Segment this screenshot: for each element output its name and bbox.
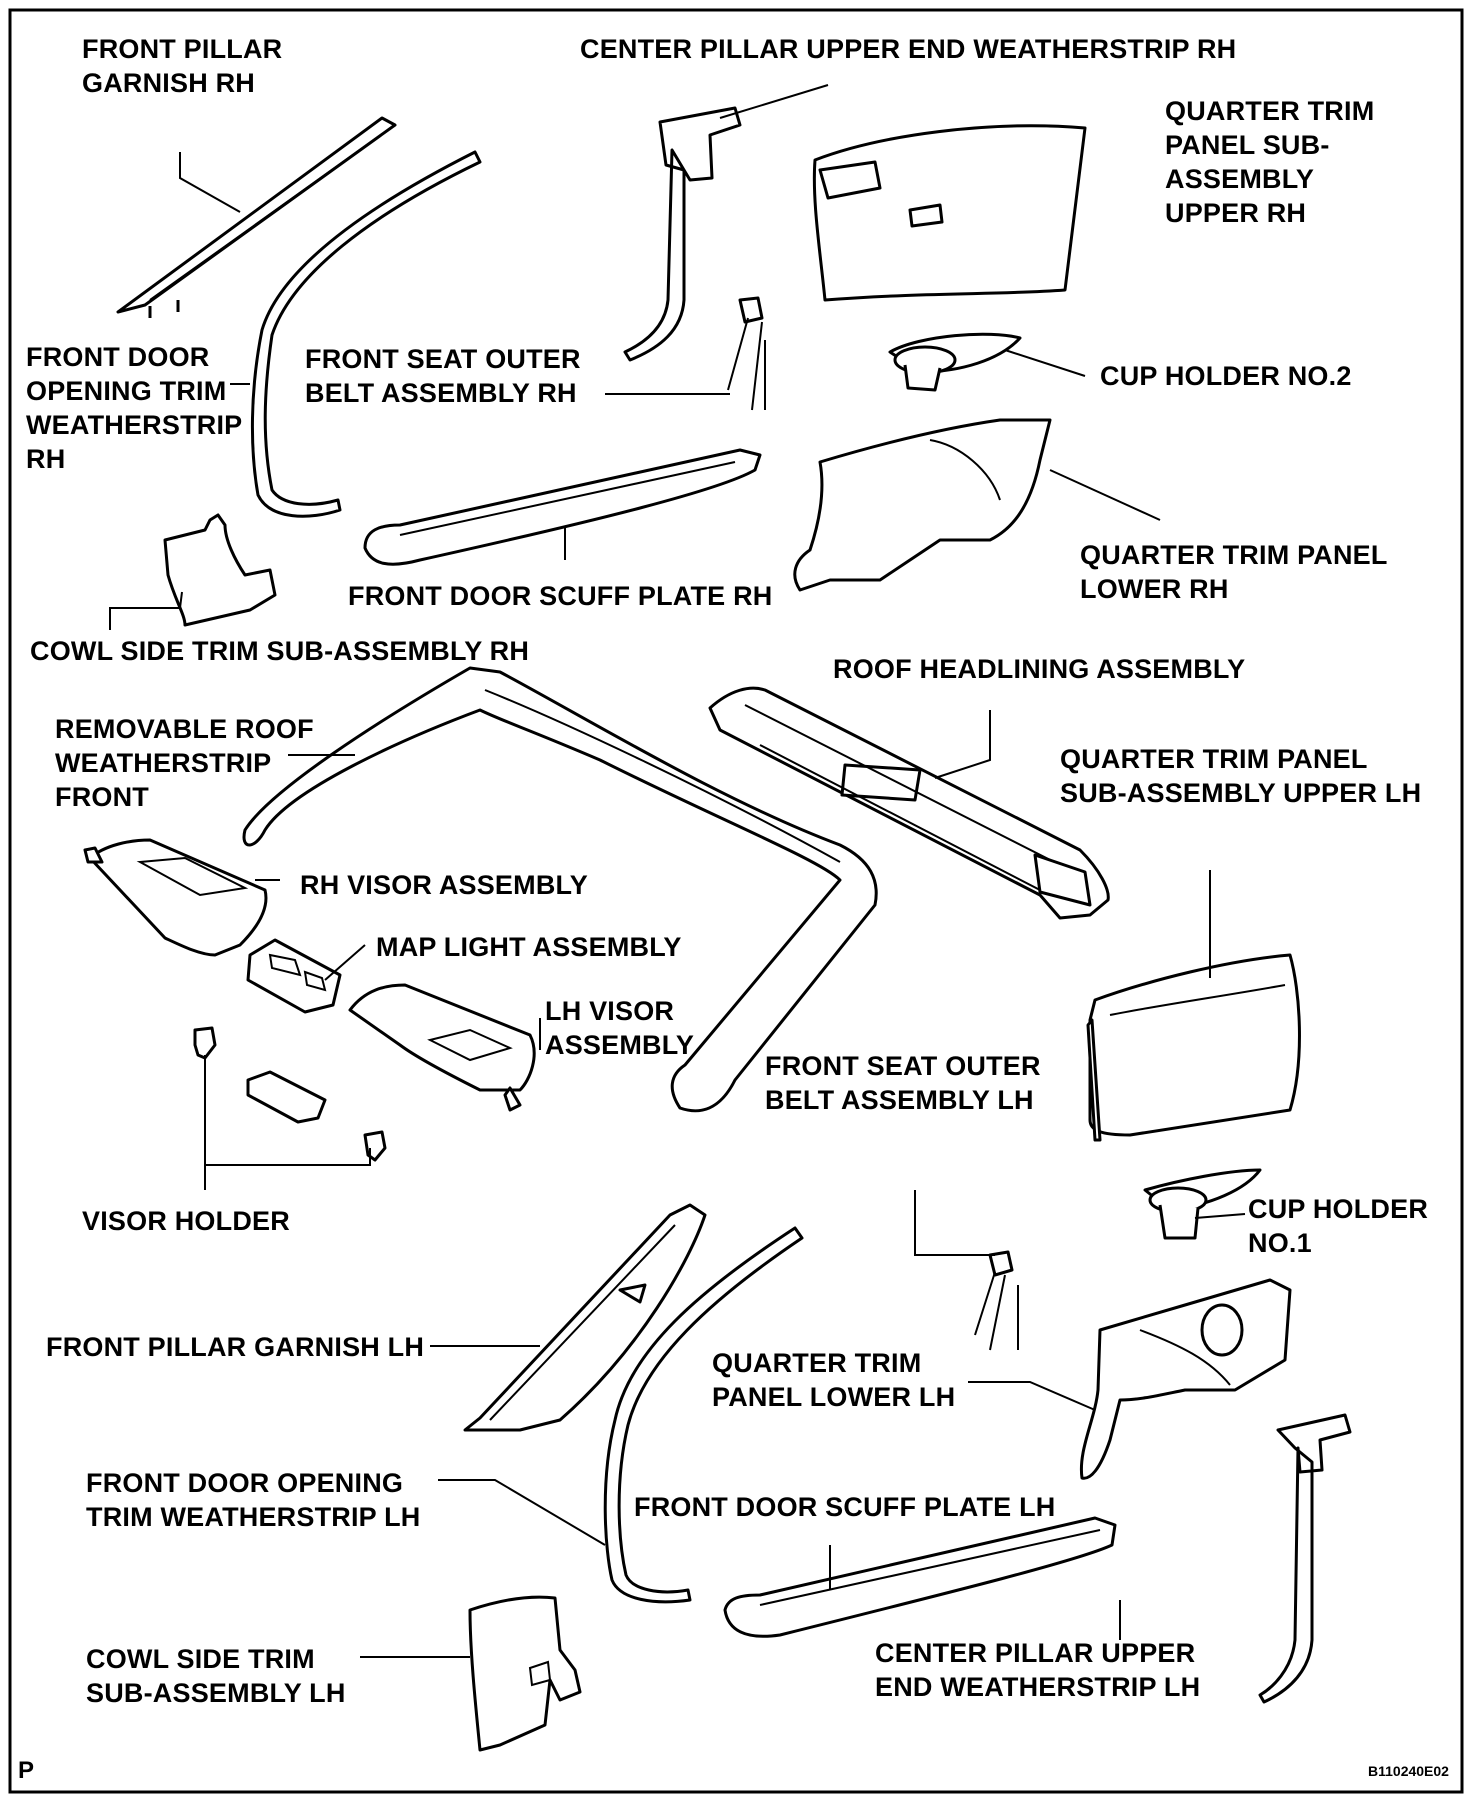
label-front-door-opening-trim-weatherstrip-lh: FRONT DOOR OPENING TRIM WEATHERSTRIP LH [86, 1468, 421, 1532]
front-door-opening-trim-weatherstrip-rh-part [250, 150, 482, 518]
quarter-trim-panel-upper-lh-part [1086, 953, 1301, 1142]
front-door-scuff-plate-rh-part [363, 448, 762, 566]
label-front-door-scuff-plate-rh: FRONT DOOR SCUFF PLATE RH [348, 581, 772, 611]
cowl-side-trim-rh-part [163, 513, 277, 627]
label-rh-visor-assembly: RH VISOR ASSEMBLY [300, 870, 588, 900]
figure-code: B110240E02 [1368, 1763, 1449, 1779]
visor-holder-part [193, 1026, 387, 1162]
frame-border [8, 8, 1464, 1794]
label-quarter-trim-panel-lower-rh: QUARTER TRIM PANEL LOWER RH [1080, 540, 1395, 604]
label-front-seat-outer-belt-rh: FRONT SEAT OUTER BELT ASSEMBLY RH [305, 344, 588, 408]
label-center-pillar-upper-end-weatherstrip-rh: CENTER PILLAR UPPER END WEATHERSTRIP RH [580, 34, 1236, 64]
quarter-trim-panel-upper-rh-part [812, 124, 1087, 302]
front-pillar-garnish-rh-part [116, 116, 397, 318]
leader-lines [109, 84, 1246, 1658]
rh-visor-assembly-part [83, 838, 268, 957]
center-pillar-upper-end-weatherstrip-rh-part [623, 106, 742, 362]
label-roof-headlining-assembly: ROOF HEADLINING ASSEMBLY [833, 654, 1245, 684]
label-front-pillar-garnish-rh: FRONT PILLAR GARNISH RH [82, 34, 290, 98]
front-door-opening-trim-weatherstrip-lh-part [603, 1226, 804, 1604]
label-quarter-trim-panel-lower-lh: QUARTER TRIM PANEL LOWER LH [712, 1348, 955, 1412]
map-light-assembly-part [246, 938, 342, 1014]
label-lh-visor-assembly: LH VISOR ASSEMBLY [545, 996, 694, 1060]
cup-holder-no1-part [1143, 1168, 1262, 1240]
label-quarter-trim-panel-upper-lh: QUARTER TRIM PANEL SUB-ASSEMBLY UPPER LH [1060, 744, 1421, 808]
label-front-pillar-garnish-lh: FRONT PILLAR GARNISH LH [46, 1332, 424, 1362]
label-front-seat-outer-belt-lh: FRONT SEAT OUTER BELT ASSEMBLY LH [765, 1051, 1048, 1115]
cup-holder-no2-part [888, 332, 1022, 392]
label-cup-holder-no1: CUP HOLDER NO.1 [1248, 1194, 1436, 1258]
corner-mark: P [18, 1757, 34, 1784]
quarter-trim-panel-lower-rh-part [793, 418, 1052, 592]
label-cowl-side-trim-rh: COWL SIDE TRIM SUB-ASSEMBLY RH [30, 636, 529, 666]
front-door-scuff-plate-lh-part [723, 1516, 1117, 1638]
front-seat-outer-belt-rh-part [727, 296, 766, 411]
label-visor-holder: VISOR HOLDER [82, 1206, 290, 1236]
label-front-door-scuff-plate-lh: FRONT DOOR SCUFF PLATE LH [634, 1492, 1055, 1522]
center-pillar-upper-end-weatherstrip-lh-part [1258, 1413, 1352, 1704]
roof-headlining-assembly-part [708, 686, 1110, 920]
front-seat-outer-belt-lh-part [974, 1250, 1019, 1351]
label-cup-holder-no2: CUP HOLDER NO.2 [1100, 361, 1352, 391]
cowl-side-trim-lh-part [468, 1595, 582, 1752]
label-removable-roof-weatherstrip-front: REMOVABLE ROOF WEATHERSTRIP FRONT [55, 714, 322, 812]
label-front-door-opening-trim-weatherstrip-rh: FRONT DOOR OPENING TRIM WEATHERSTRIP RH [26, 342, 250, 474]
label-map-light-assembly: MAP LIGHT ASSEMBLY [376, 932, 682, 962]
quarter-trim-panel-lower-lh-part [1079, 1278, 1292, 1480]
label-center-pillar-upper-end-weatherstrip-lh: CENTER PILLAR UPPER END WEATHERSTRIP LH [875, 1638, 1203, 1702]
label-quarter-trim-panel-upper-rh: QUARTER TRIM PANEL SUB- ASSEMBLY UPPER R… [1165, 96, 1382, 228]
label-cowl-side-trim-lh: COWL SIDE TRIM SUB-ASSEMBLY LH [86, 1644, 346, 1708]
front-pillar-garnish-lh-part [463, 1203, 707, 1432]
removable-roof-weatherstrip-front-part [242, 666, 878, 1113]
lh-visor-assembly-part [348, 983, 536, 1112]
